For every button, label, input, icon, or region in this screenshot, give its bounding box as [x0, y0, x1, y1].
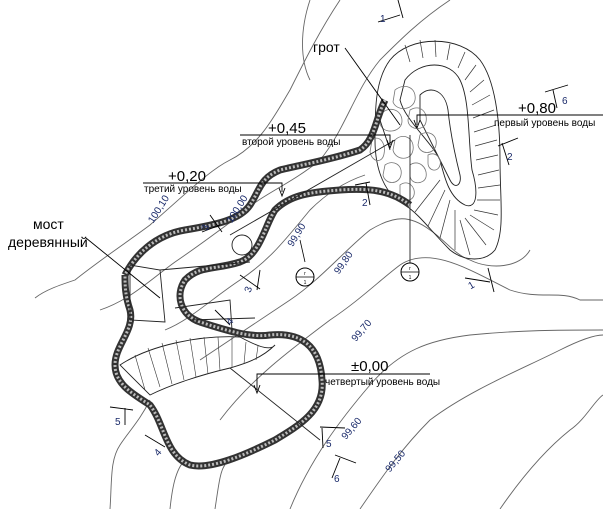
- section-numbers: 1 6 2 2 3 3 4 5 4 5 6 1: [115, 14, 568, 485]
- svg-text:5: 5: [115, 417, 121, 428]
- level-mark-4: ±0,00: [351, 358, 388, 375]
- level-mark-2: +0,45: [268, 120, 306, 137]
- svg-text:4: 4: [224, 316, 236, 328]
- svg-text:г: г: [304, 271, 306, 277]
- svg-text:3: 3: [200, 223, 212, 232]
- svg-text:99,50: 99,50: [384, 448, 409, 475]
- svg-text:99,60: 99,60: [340, 416, 365, 443]
- section-cut-ticks: [109, 0, 569, 479]
- leader-lines: [85, 47, 603, 395]
- level-name-4: четвертый уровень воды: [325, 377, 440, 388]
- svg-text:99,80: 99,80: [332, 249, 356, 276]
- svg-text:1: 1: [467, 280, 478, 293]
- bridge-label-line1: мост: [33, 216, 64, 232]
- level-mark-3: +0,20: [168, 168, 206, 185]
- svg-text:2: 2: [507, 152, 513, 163]
- grotto-drawing: [369, 39, 502, 260]
- grotto-hatching: [404, 39, 501, 256]
- svg-text:4: 4: [152, 447, 164, 459]
- svg-text:3: 3: [243, 285, 255, 294]
- svg-text:99,70: 99,70: [350, 318, 375, 345]
- svg-text:г: г: [409, 266, 411, 272]
- contour-lines: [34, 0, 603, 509]
- pond-hatching: [134, 336, 259, 391]
- grotto-label: грот: [313, 39, 340, 55]
- level-name-2: второй уровень воды: [242, 137, 340, 148]
- section-marker-1: г 1: [295, 239, 315, 287]
- level-mark-1: +0,80: [518, 100, 556, 117]
- svg-text:1: 1: [409, 275, 412, 281]
- svg-text:6: 6: [562, 96, 568, 107]
- svg-text:1: 1: [304, 280, 307, 286]
- svg-text:6: 6: [334, 474, 340, 485]
- level-name-3: третий уровень воды: [144, 184, 242, 195]
- svg-text:5: 5: [326, 439, 332, 450]
- svg-text:1: 1: [380, 14, 386, 25]
- level-name-1: первый уровень воды: [494, 118, 595, 129]
- section-marker-2: г 1: [400, 262, 420, 282]
- svg-text:2: 2: [362, 198, 368, 209]
- stream-edges: [111, 98, 413, 470]
- bridge-label-line2: деревянный: [8, 234, 88, 250]
